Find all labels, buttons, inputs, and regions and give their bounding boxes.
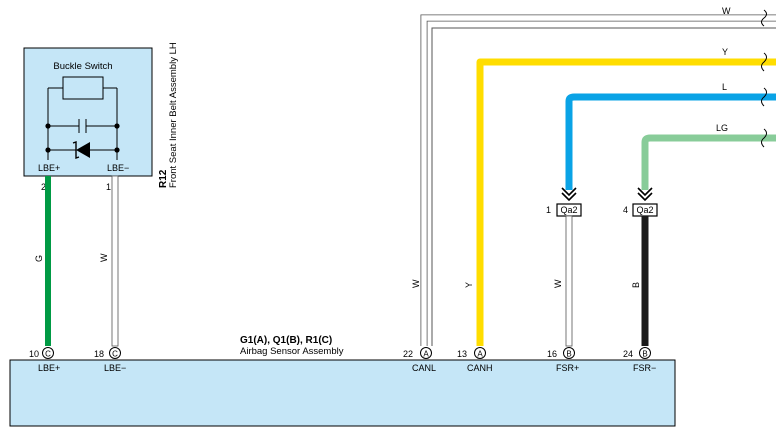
- svg-text:C: C: [45, 350, 51, 359]
- wire-l-blue: [565, 93, 776, 190]
- svg-text:B: B: [566, 350, 571, 359]
- wire-color-label: L: [722, 82, 727, 92]
- junction-dot: [45, 147, 51, 153]
- sensor-pin: 22 A CANL: [403, 347, 436, 373]
- sensor-assembly-code: G1(A), Q1(B), R1(C): [240, 335, 332, 346]
- sensor-pin: 16 B FSR+: [547, 347, 579, 373]
- belt-assembly-code: R12: [158, 169, 169, 188]
- svg-text:A: A: [423, 350, 429, 359]
- wire-lbe-minus: [111, 175, 119, 347]
- svg-text:24: 24: [623, 349, 633, 359]
- sensor-pin: 24 B FSR−: [623, 347, 656, 373]
- belt-assembly-name: Front Seat Inner Belt Assembly LH: [168, 42, 179, 188]
- wire-color-label: W: [553, 279, 563, 288]
- svg-text:LBE+: LBE+: [38, 363, 60, 373]
- junction-dot: [45, 123, 51, 129]
- airbag-sensor-assembly-box: [9, 359, 676, 427]
- wire-color-label: Y: [464, 282, 474, 288]
- wire-color-label: Y: [722, 47, 728, 57]
- belt-pin-label: LBE+: [38, 163, 60, 173]
- continuation-marks: [761, 9, 767, 148]
- connector-name: Qa2: [560, 205, 577, 215]
- junction-dot: [114, 123, 120, 129]
- wire-canh: [476, 58, 776, 346]
- svg-text:CANL: CANL: [412, 363, 436, 373]
- wire-color-label: W: [722, 6, 731, 16]
- belt-pin-number: 1: [106, 182, 111, 192]
- svg-text:C: C: [112, 350, 118, 359]
- svg-text:FSR−: FSR−: [633, 363, 656, 373]
- zener-diode-icon: [76, 142, 90, 158]
- svg-text:CANH: CANH: [467, 363, 493, 373]
- wire-color-label: LG: [716, 123, 728, 133]
- junction-dot: [114, 147, 120, 153]
- belt-pin-label: LBE−: [107, 163, 129, 173]
- wire-color-label: G: [34, 255, 44, 262]
- sensor-pin: 13 A CANH: [457, 347, 493, 373]
- wire-fsr-plus: [565, 215, 573, 347]
- connector-pin: 1: [546, 205, 551, 215]
- sensor-pin: 10 C LBE+: [29, 347, 60, 373]
- svg-text:16: 16: [547, 349, 557, 359]
- svg-text:B: B: [642, 350, 647, 359]
- wire-color-label: W: [99, 253, 109, 262]
- svg-text:10: 10: [29, 349, 39, 359]
- buckle-switch-label: Buckle Switch: [53, 61, 112, 72]
- svg-text:13: 13: [457, 349, 467, 359]
- svg-text:FSR+: FSR+: [556, 363, 579, 373]
- wire-lg: [641, 134, 776, 190]
- zener-bar: [72, 141, 80, 159]
- sensor-pin: 18 C LBE−: [94, 347, 126, 373]
- wire-color-label: B: [631, 282, 641, 288]
- belt-pin-number: 2: [41, 182, 46, 192]
- buckle-switch-circuit: [47, 76, 118, 160]
- connector-name: Qa2: [636, 205, 653, 215]
- wire-top-w-return: [431, 27, 776, 346]
- sensor-assembly-name: Airbag Sensor Assembly: [240, 346, 344, 357]
- connector-pin: 4: [623, 205, 628, 215]
- svg-text:A: A: [477, 350, 483, 359]
- svg-text:22: 22: [403, 349, 413, 359]
- wire-color-label: W: [411, 279, 421, 288]
- svg-text:LBE−: LBE−: [104, 363, 126, 373]
- connector-chevron-icon: [561, 187, 653, 202]
- svg-text:18: 18: [94, 349, 104, 359]
